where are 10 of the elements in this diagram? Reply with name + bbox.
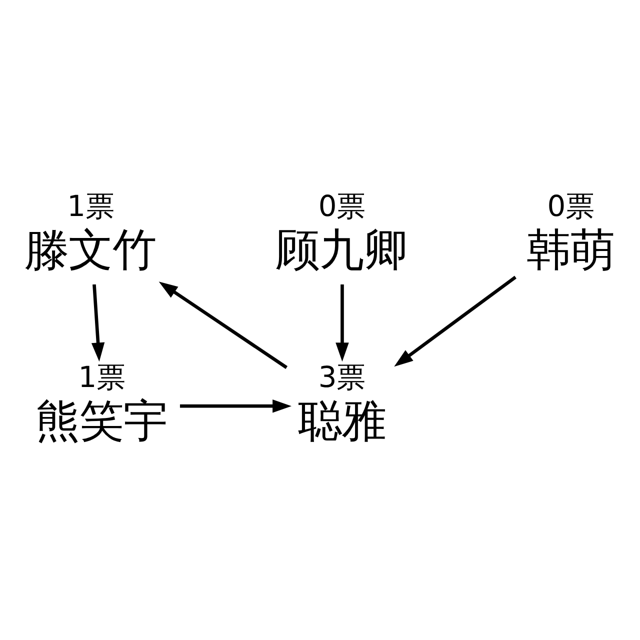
arrow xyxy=(91,284,105,362)
arrow xyxy=(180,398,292,412)
arrow xyxy=(158,281,288,368)
node-text: 1票 熊笑宇 xyxy=(35,359,168,447)
node-text: 1票 滕文竹 xyxy=(24,188,156,276)
node-text: 3票 聪雅 xyxy=(298,359,386,447)
node-text: 0票 韩萌 xyxy=(526,188,615,276)
arrow xyxy=(394,275,516,366)
arrow xyxy=(336,284,349,362)
node-text: 0票 顾九卿 xyxy=(276,188,408,276)
